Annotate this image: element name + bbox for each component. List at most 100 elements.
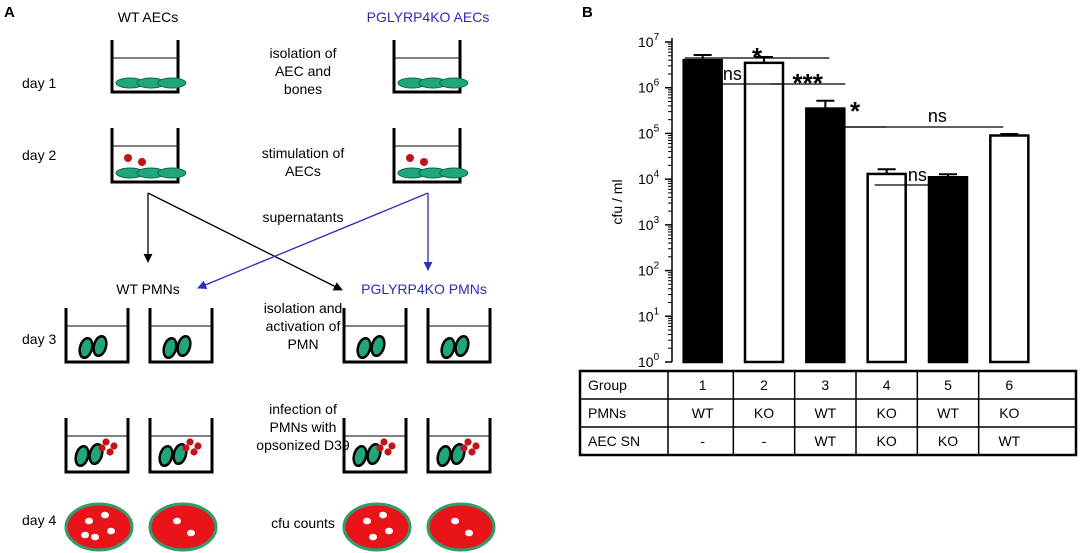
colony [465,529,473,537]
day-label: day 3 [22,331,56,347]
bacteria-dot [194,442,202,450]
pmn-cell [440,336,456,360]
wt-aecs-label: WT AECs [118,9,178,25]
arrow-wt-to-ko [147,192,343,291]
pglyrp4ko-aecs-label: PGLYRP4KO AECs [367,9,490,25]
bacteria-dot [380,438,388,446]
table-cell: KO [754,405,774,421]
arrow-ko-to-wt [197,192,429,290]
pmn-cell [158,444,174,468]
well-outline [110,40,180,94]
table-row-header: AEC SN [588,433,640,449]
well-wt-day1 [110,40,187,94]
agar-plate [426,502,496,552]
table-row-header: PMNs [588,405,626,421]
well-outline [148,418,214,474]
table-cell: KO [938,433,958,449]
day-label: day 4 [22,512,56,528]
wt-pmns-label: WT PMNs [116,281,180,297]
table-cell: WT [814,405,836,421]
table-cell: KO [999,405,1019,421]
bar-group-3 [805,107,846,364]
well-infection [64,418,130,474]
bar-group-6 [989,134,1030,364]
pmn-cell [370,334,386,358]
well-pmn-day3 [64,308,130,364]
stimulus-dot [138,158,146,166]
aec-cell [439,167,469,179]
agar-plate [64,502,134,552]
well-outline [148,308,214,364]
well-outline [392,128,462,184]
panel-b-label: B [582,4,593,21]
stimulus-dot [124,154,132,162]
y-axis-label: cfu / ml [609,179,625,224]
colony [173,517,181,525]
bar-group-5 [927,176,969,364]
pmn-cell [78,336,94,360]
step-cfu-counts-text: cfu counts [271,515,335,531]
step-stimulation-text: stimulation of [262,145,345,161]
pmn-cell [454,334,470,358]
y-tick-label: 107 [638,32,660,50]
significance-label: * [850,96,861,126]
pmn-cell [74,444,90,468]
colony [385,527,393,535]
bacteria-dot [186,438,194,446]
aec-cell [439,77,469,89]
significance-label: *** [792,68,823,98]
table-cell: 4 [883,377,891,393]
table-cell: 5 [944,377,952,393]
significance-label: ns [908,165,927,185]
well-infection [342,418,408,474]
bacteria-dot [388,442,396,450]
bacteria-dot [468,448,476,456]
table-cell: - [700,433,705,449]
bar-group-1 [682,58,723,364]
significance-label: * [752,42,763,72]
pmn-cell [352,444,368,468]
table-cell: 3 [821,377,829,393]
well-pmn-day3 [148,308,214,364]
bacteria-dot [460,444,468,452]
agar-plate-dish [148,502,218,552]
bacteria-dot [464,438,472,446]
step-isolation-aec-text: bones [284,81,322,97]
agar-plate [148,502,218,552]
colony [81,531,89,539]
table-cell: - [762,433,767,449]
well-outline [426,418,492,474]
table-cell: WT [998,433,1020,449]
stimulus-dot [420,158,428,166]
y-tick-label: 102 [638,261,660,279]
table-cell: WT [692,405,714,421]
bacteria-dot [106,448,114,456]
bar-group-2 [743,61,785,364]
step-isolation-pmn-text: isolation and [264,300,343,316]
well-pmn-day3 [426,308,492,364]
colony [363,517,371,525]
well-outline [426,308,492,364]
table-cell: 1 [699,377,707,393]
stimulus-dot [406,154,414,162]
aec-cell [157,167,187,179]
pmn-cell [176,334,192,358]
y-tick-label: 101 [638,306,660,324]
bacteria-dot [472,442,480,450]
table-cell: 2 [760,377,768,393]
well-outline [110,128,180,184]
y-tick-label: 103 [638,215,660,233]
step-supernatants-text: supernatants [263,209,344,225]
well-outline [64,308,130,364]
well-outline [392,40,462,94]
pmn-cell [92,334,108,358]
pglyrp4ko-pmns-label: PGLYRP4KO PMNs [361,281,487,297]
agar-plate-dish [64,502,134,552]
bar-group-4 [866,172,907,364]
bacteria-dot [98,444,106,452]
well-pmn-day3 [342,308,408,364]
pmn-cell [356,336,372,360]
